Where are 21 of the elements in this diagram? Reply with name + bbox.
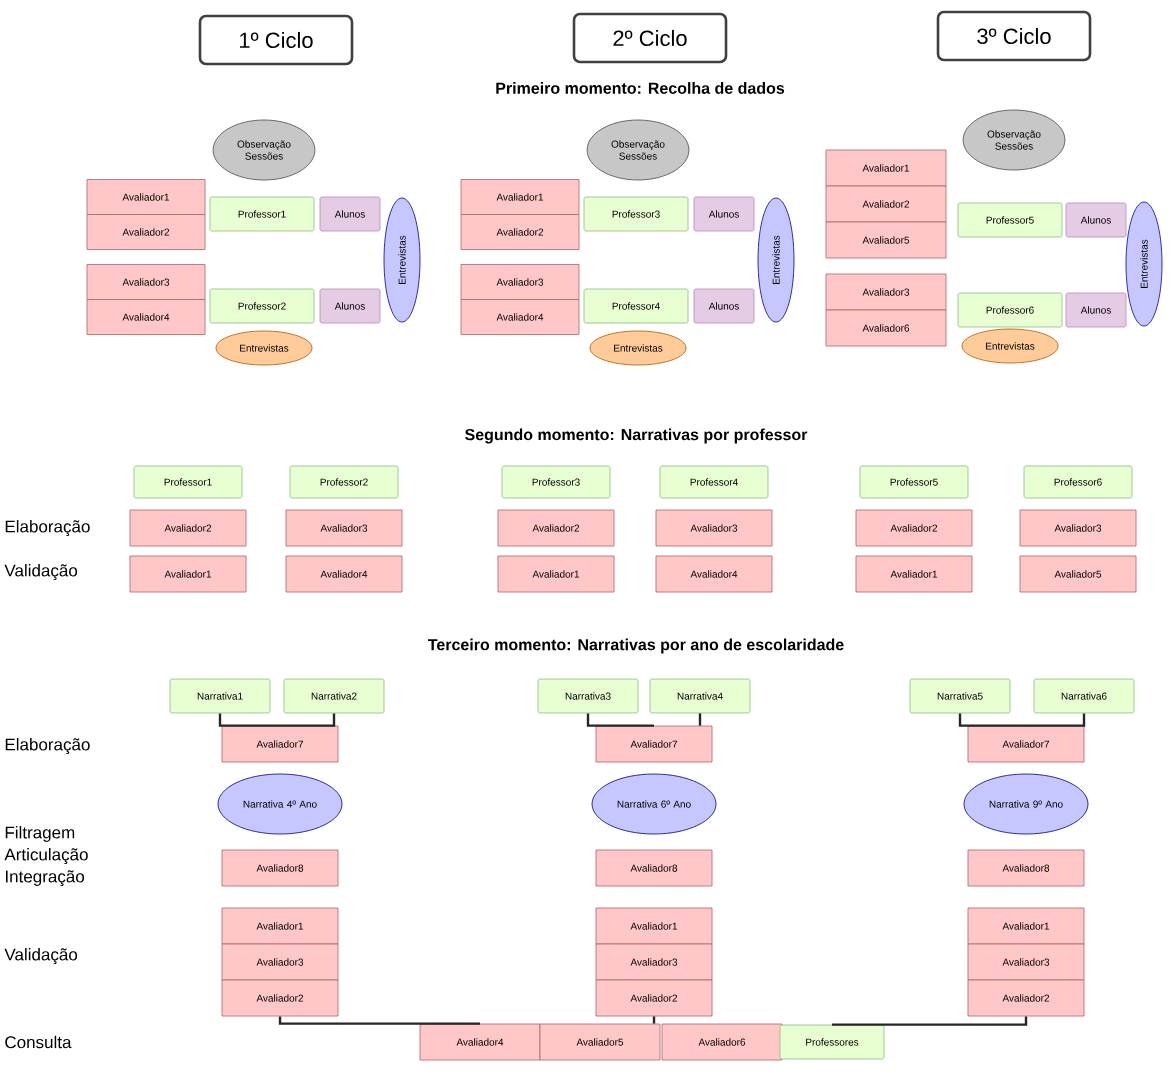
row-label: Consulta [5,1035,72,1049]
row-label: Elaboração [5,738,90,754]
connector-line [278,1016,480,1025]
header-box: 3º Ciclo [936,10,1092,62]
connector-line [832,1016,1028,1026]
row-label: Validação [4,564,78,580]
section-title: Primeiro momento: Recolha de dados [496,82,785,94]
row-label: Filtragem Articulação Integração [4,826,88,886]
connector-line [698,713,702,726]
connector-line [1026,713,1086,727]
connector-line [652,1016,656,1024]
connector-line [280,713,336,727]
row-label: Elaboração [5,520,90,536]
connector-line [586,713,654,727]
section-title: Terceiro momento: Narrativas por ano de escolaridade [428,638,844,654]
connector-line [958,713,1026,727]
header-box: 2º Ciclo [572,12,728,64]
header-box: 1º Ciclo [198,14,354,66]
row-label: Validação [4,948,78,964]
section-title: Segundo momento: Narrativas por professor [465,428,808,444]
connector-line [218,713,280,727]
